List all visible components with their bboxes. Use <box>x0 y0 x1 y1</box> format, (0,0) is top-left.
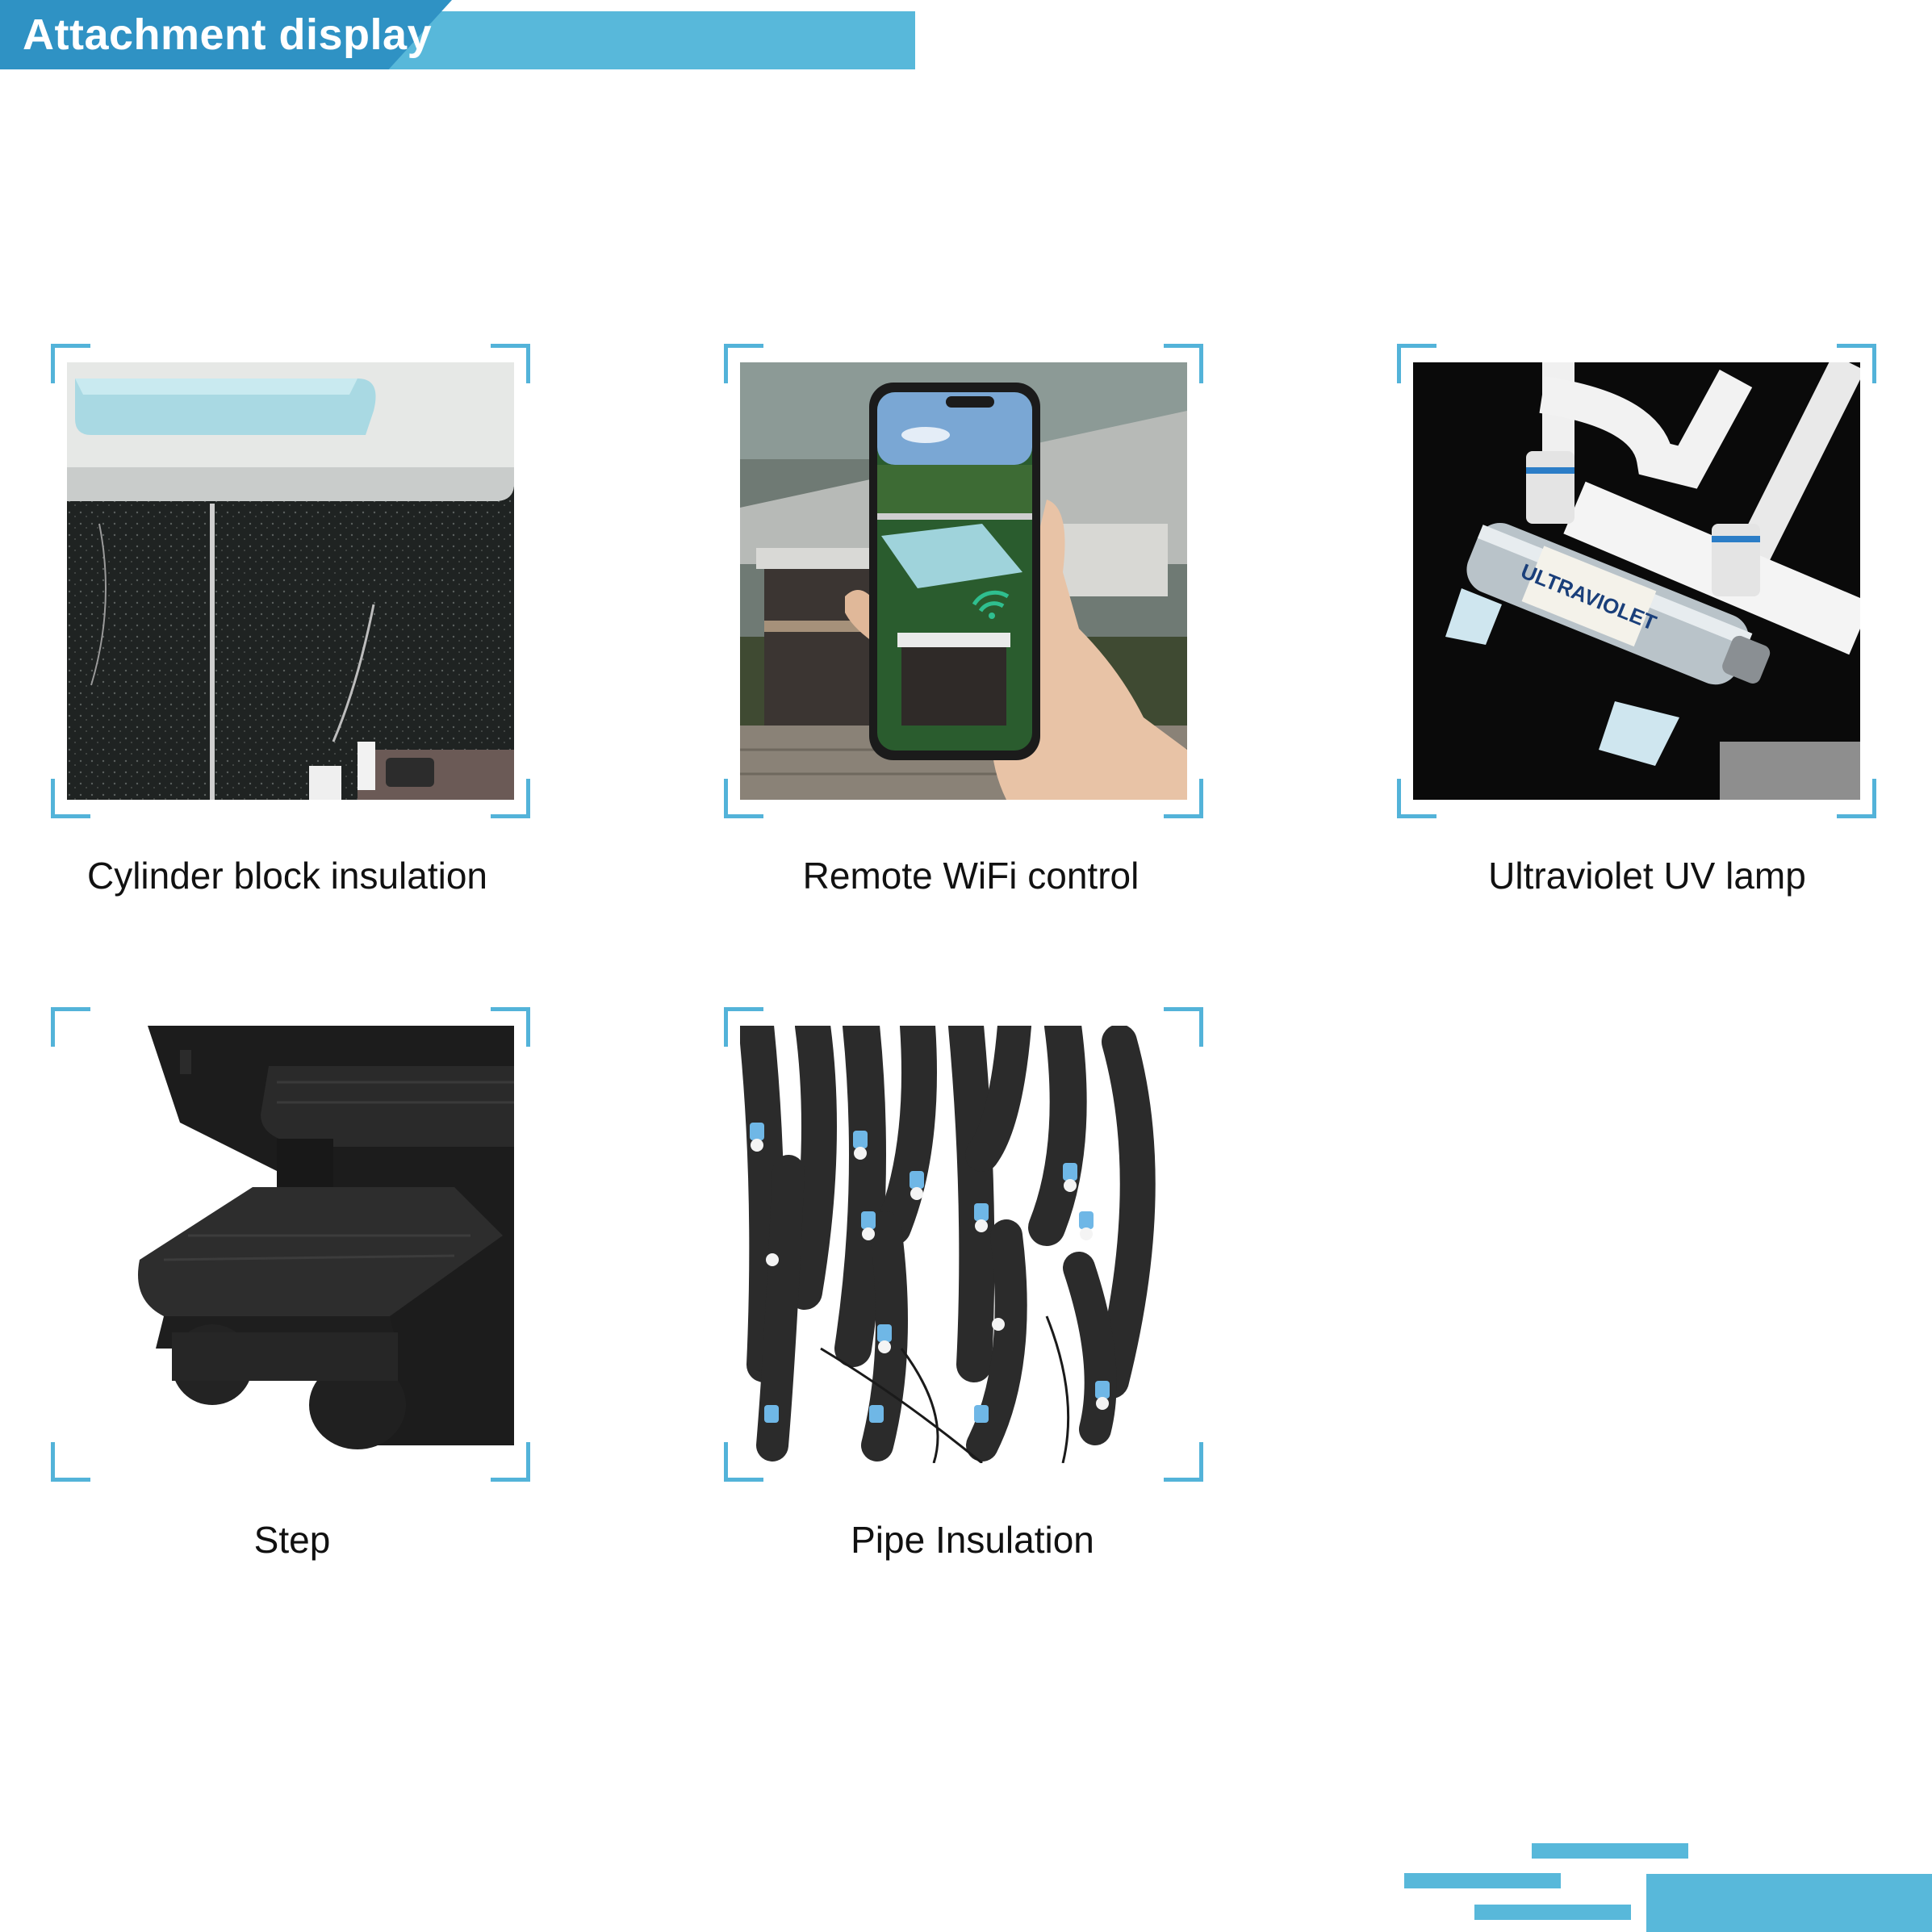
bracket-corner <box>491 1442 530 1482</box>
insulated-pipes-photo <box>740 1026 1187 1463</box>
decorative-bar-block <box>1646 1874 1932 1932</box>
header-banner-tab <box>0 0 452 69</box>
bracket-corner <box>724 1007 763 1047</box>
attachment-card-pipe-insulation <box>724 1007 1203 1482</box>
bracket-corner <box>491 1007 530 1047</box>
bracket-corner <box>724 344 763 383</box>
bracket-corner <box>724 1442 763 1482</box>
bracket-corner <box>51 344 90 383</box>
caption-cylinder-insulation: Cylinder block insulation <box>86 855 488 897</box>
decorative-bar <box>1404 1873 1561 1888</box>
attachment-card-remote-wifi <box>724 344 1203 818</box>
phone-wifi-photo <box>740 362 1187 800</box>
bracket-corner <box>51 1442 90 1482</box>
decorative-bar <box>1532 1843 1688 1859</box>
insulated-tub-photo <box>67 362 514 800</box>
bracket-corner <box>1164 1442 1203 1482</box>
bracket-corner <box>51 779 90 818</box>
decorative-bar <box>1474 1905 1631 1920</box>
caption-remote-wifi: Remote WiFi control <box>802 855 1140 897</box>
attachment-card-cylinder-insulation <box>51 344 530 818</box>
bracket-corner <box>1164 1007 1203 1047</box>
bracket-corner <box>1397 779 1436 818</box>
bracket-corner <box>1837 344 1876 383</box>
bracket-corner <box>1837 779 1876 818</box>
caption-uv-lamp: Ultraviolet UV lamp <box>1488 855 1806 897</box>
caption-step: Step <box>253 1519 331 1561</box>
page-title: Attachment display <box>23 10 433 59</box>
bracket-corner <box>724 779 763 818</box>
bracket-corner <box>491 779 530 818</box>
bracket-corner <box>1397 344 1436 383</box>
bracket-corner <box>51 1007 90 1047</box>
bracket-corner <box>1164 344 1203 383</box>
bracket-corner <box>491 344 530 383</box>
bracket-corner <box>1164 779 1203 818</box>
caption-pipe-insulation: Pipe Insulation <box>851 1519 1094 1561</box>
attachment-card-uv-lamp: ULTRAVIOLET <box>1397 344 1876 818</box>
spa-step-photo <box>67 1026 514 1463</box>
attachment-card-step <box>51 1007 530 1482</box>
uv-lamp-photo: ULTRAVIOLET <box>1413 362 1860 800</box>
